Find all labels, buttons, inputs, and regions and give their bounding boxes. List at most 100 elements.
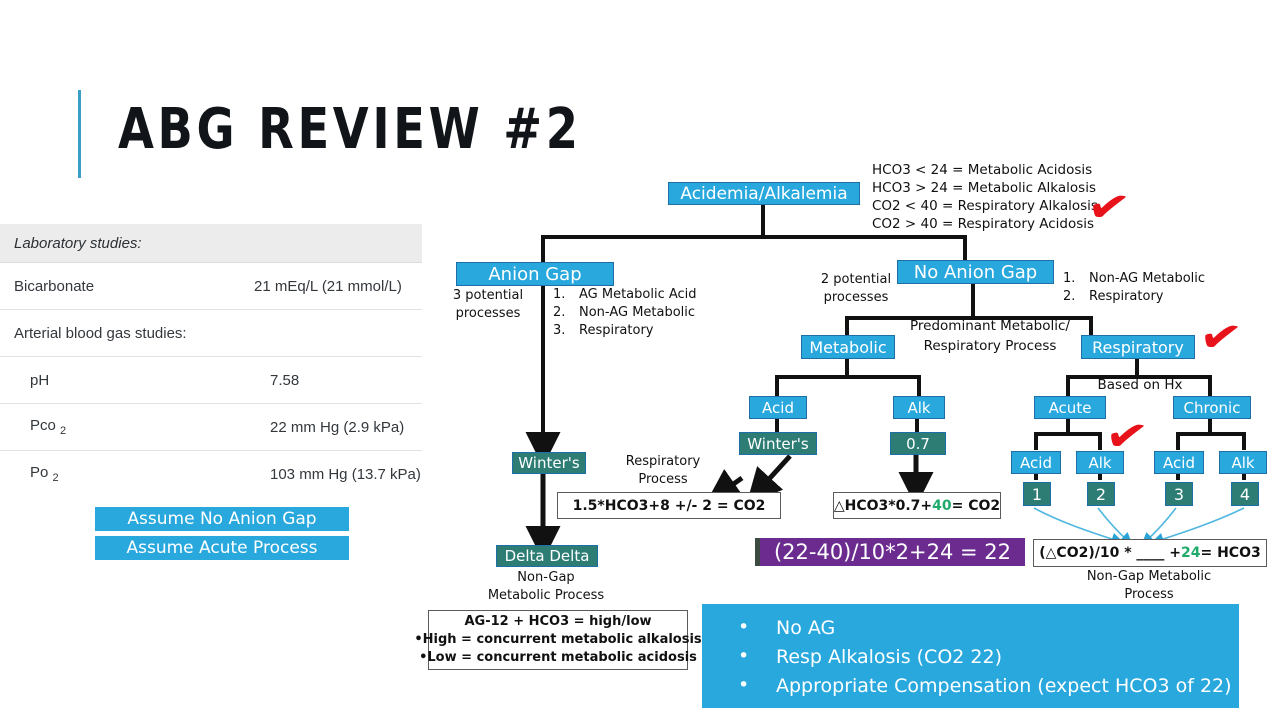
node-metabolic[interactable]: Metabolic bbox=[801, 335, 895, 359]
ag-list-item-3: Respiratory bbox=[579, 323, 654, 338]
formula-part-green: 40 bbox=[932, 497, 952, 514]
checkmark-respiratory-alkalosis-icon: ✔ bbox=[1083, 179, 1134, 236]
delta-delta-caption-line1: Non-Gap bbox=[517, 570, 575, 585]
predominant-label-line2: Respiratory Process bbox=[923, 338, 1057, 354]
page-title: ABG REVIEW #2 bbox=[118, 97, 582, 162]
ag-list-num-1: 1. bbox=[553, 287, 566, 302]
ag-list-num-2: 2. bbox=[553, 305, 566, 320]
node-metabolic-acid[interactable]: Acid bbox=[749, 396, 807, 419]
connector-chronic-down bbox=[1208, 417, 1212, 434]
num-box-2: 2 bbox=[1087, 482, 1115, 506]
connector-acute-down bbox=[1066, 417, 1070, 434]
node-anion-gap[interactable]: Anion Gap bbox=[456, 262, 614, 286]
ag-box-line-2: •High = concurrent metabolic alkalosis bbox=[414, 632, 702, 647]
conclusion-item: Resp Alkalosis (CO2 22) bbox=[738, 642, 1239, 672]
connector-chronic-acid-stem bbox=[1176, 432, 1180, 450]
connector-metabolic-acid-stem bbox=[775, 375, 779, 396]
legend-line-2: HCO3 > 24 = Metabolic Alkalosis bbox=[872, 180, 1096, 196]
row-label-text: Pco bbox=[30, 417, 56, 434]
table-row: Arterial blood gas studies: bbox=[0, 309, 422, 356]
legend-line-3: CO2 < 40 = Respiratory Alkalosis bbox=[872, 198, 1098, 214]
connector-respiratory-stem bbox=[1089, 316, 1093, 338]
connector-chronic-split bbox=[1176, 432, 1244, 436]
node-chronic[interactable]: Chronic bbox=[1173, 396, 1251, 419]
worked-answer-banner: (22-40)/10*2+24 = 22 bbox=[755, 538, 1025, 566]
assume-acute-process-banner: Assume Acute Process bbox=[95, 536, 349, 560]
nag-list-num-2: 2. bbox=[1063, 289, 1076, 304]
delta-delta-caption-line2: Metabolic Process bbox=[487, 588, 605, 603]
row-label: Po 2 bbox=[0, 464, 270, 484]
node-chronic-alk[interactable]: Alk bbox=[1219, 451, 1267, 474]
row-value: 22 mm Hg (2.9 kPa) bbox=[270, 418, 405, 436]
node-no-anion-gap[interactable]: No Anion Gap bbox=[897, 260, 1054, 284]
legend-line-4: CO2 > 40 = Respiratory Acidosis bbox=[872, 216, 1095, 232]
anion-gap-processes-line2: processes bbox=[455, 306, 521, 321]
connector-metabolic-stem bbox=[845, 316, 849, 338]
node-winters-metabolic[interactable]: Winter's bbox=[739, 432, 817, 455]
title-accent-rule bbox=[78, 90, 81, 178]
connector-acute-alk-stem bbox=[1098, 432, 1102, 450]
connector-acute-stem bbox=[1066, 375, 1070, 396]
conclusion-list: No AG Resp Alkalosis (CO2 22) Appropriat… bbox=[702, 604, 1239, 701]
connector-num4 bbox=[1242, 470, 1246, 480]
respiratory-process-label-line1: Respiratory bbox=[625, 454, 701, 469]
legend-line-1: HCO3 < 24 = Metabolic Acidosis bbox=[872, 162, 1093, 178]
hco3-formula-part-b: = HCO3 bbox=[1200, 545, 1261, 561]
nag-processes-line2: processes bbox=[823, 290, 889, 305]
connector-alk-to-07 bbox=[915, 417, 919, 433]
connector-root-split bbox=[541, 235, 967, 239]
connector-respiratory-split bbox=[1066, 375, 1212, 379]
based-on-hx-label: Based on Hx bbox=[1097, 377, 1183, 393]
num-box-4: 4 bbox=[1231, 482, 1259, 506]
node-delta-delta[interactable]: Delta Delta bbox=[496, 545, 598, 567]
nag-list-item-1: Non-AG Metabolic bbox=[1089, 271, 1206, 286]
node-chronic-acid[interactable]: Acid bbox=[1154, 451, 1204, 474]
row-label-subscript: 2 bbox=[60, 425, 67, 437]
row-value: 103 mm Hg (13.7 kPa) bbox=[270, 465, 421, 483]
nag-list-item-2: Respiratory bbox=[1089, 289, 1164, 304]
conclusion-panel: No AG Resp Alkalosis (CO2 22) Appropriat… bbox=[702, 604, 1239, 708]
connector-num3 bbox=[1176, 470, 1180, 480]
node-acute-acid[interactable]: Acid bbox=[1011, 451, 1061, 474]
node-acute-alk[interactable]: Alk bbox=[1076, 451, 1124, 474]
hco3-formula-part-green: 24 bbox=[1181, 545, 1201, 561]
connector-metabolic-alk-stem bbox=[917, 375, 921, 396]
nongap-metabolic-caption-line1: Non-Gap Metabolic bbox=[1086, 569, 1212, 584]
connector-num1 bbox=[1034, 470, 1038, 480]
node-acute[interactable]: Acute bbox=[1034, 396, 1106, 419]
ag-list-num-3: 3. bbox=[553, 323, 566, 338]
node-respiratory[interactable]: Respiratory bbox=[1081, 335, 1195, 359]
node-metabolic-alk[interactable]: Alk bbox=[893, 396, 945, 419]
connector-chronic-alk-stem bbox=[1242, 432, 1246, 450]
laboratory-studies-table: Laboratory studies: Bicarbonate 21 mEq/L… bbox=[0, 224, 422, 497]
anion-gap-processes-line1: 3 potential bbox=[452, 288, 524, 303]
table-row: Pco 2 22 mm Hg (2.9 kPa) bbox=[0, 403, 422, 450]
ag-list-item-2: Non-AG Metabolic bbox=[579, 305, 696, 320]
connector-nag-down bbox=[971, 281, 975, 318]
formula-winters: 1.5*HCO3+8 +/- 2 = CO2 bbox=[557, 492, 781, 519]
table-row: Bicarbonate 21 mEq/L (21 mmol/L) bbox=[0, 262, 422, 309]
nag-list-num-1: 1. bbox=[1063, 271, 1076, 286]
connector-acute-split bbox=[1034, 432, 1102, 436]
formula-anion-gap-box: AG-12 + HCO3 = high/low •High = concurre… bbox=[414, 610, 702, 670]
row-label-text: Po bbox=[30, 464, 49, 481]
row-label: Arterial blood gas studies: bbox=[14, 324, 187, 342]
connector-metabolic-down bbox=[845, 356, 849, 378]
table-header-label: Laboratory studies: bbox=[14, 234, 142, 252]
connector-acid-to-winters bbox=[775, 417, 779, 433]
row-label-subscript: 2 bbox=[52, 472, 59, 484]
node-alk-factor[interactable]: 0.7 bbox=[890, 432, 946, 455]
respiratory-process-label-line2: Process bbox=[638, 472, 688, 487]
predominant-label-line1: Predominant Metabolic/ bbox=[910, 318, 1070, 334]
connector-no-anion-gap-stem bbox=[963, 235, 967, 262]
connector-root-stem bbox=[761, 203, 765, 238]
hco3-formula-part-a: (△CO2)/10 * ____ + bbox=[1039, 545, 1181, 561]
formula-metabolic-alkalosis: △HCO3*0.7+40= CO2 bbox=[833, 492, 1001, 519]
num-box-1: 1 bbox=[1023, 482, 1051, 506]
table-row: pH 7.58 bbox=[0, 356, 422, 403]
node-acidemia-alkalemia[interactable]: Acidemia/Alkalemia bbox=[668, 182, 860, 205]
connector-metabolic-split bbox=[775, 375, 921, 379]
node-winters-left[interactable]: Winter's bbox=[512, 452, 586, 474]
conclusion-item: No AG bbox=[738, 613, 1239, 643]
